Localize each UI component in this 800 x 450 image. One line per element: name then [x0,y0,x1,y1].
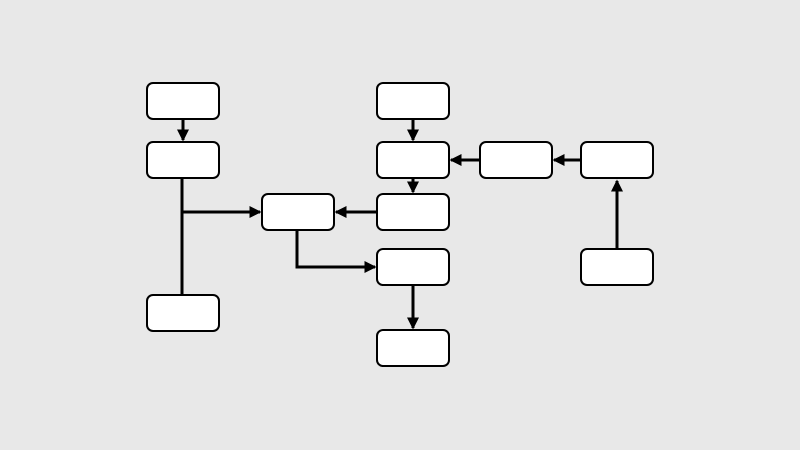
diagram-node-n6 [580,141,654,179]
node-box [479,141,553,179]
diagram-node-n9 [376,248,450,286]
node-box [376,82,450,120]
node-box [580,141,654,179]
diagram-node-n11 [580,248,654,286]
node-box [376,193,450,231]
diagram-node-n4 [376,141,450,179]
diagram-node-n3 [376,82,450,120]
diagram-node-n8 [376,193,450,231]
diagram-node-n12 [146,294,220,332]
node-box [376,141,450,179]
node-box [376,248,450,286]
diagram-node-n2 [146,141,220,179]
node-box [261,193,335,231]
node-box [376,329,450,367]
node-box [146,82,220,120]
nodes-layer [146,82,654,367]
node-box [146,294,220,332]
diagram-node-n5 [479,141,553,179]
edge-n7-to-n9 [295,231,377,273]
edges-layer [177,120,623,330]
node-box [580,248,654,286]
diagram-node-n7 [261,193,335,231]
node-box [146,141,220,179]
diagram-node-n10 [376,329,450,367]
diagram-node-n1 [146,82,220,120]
